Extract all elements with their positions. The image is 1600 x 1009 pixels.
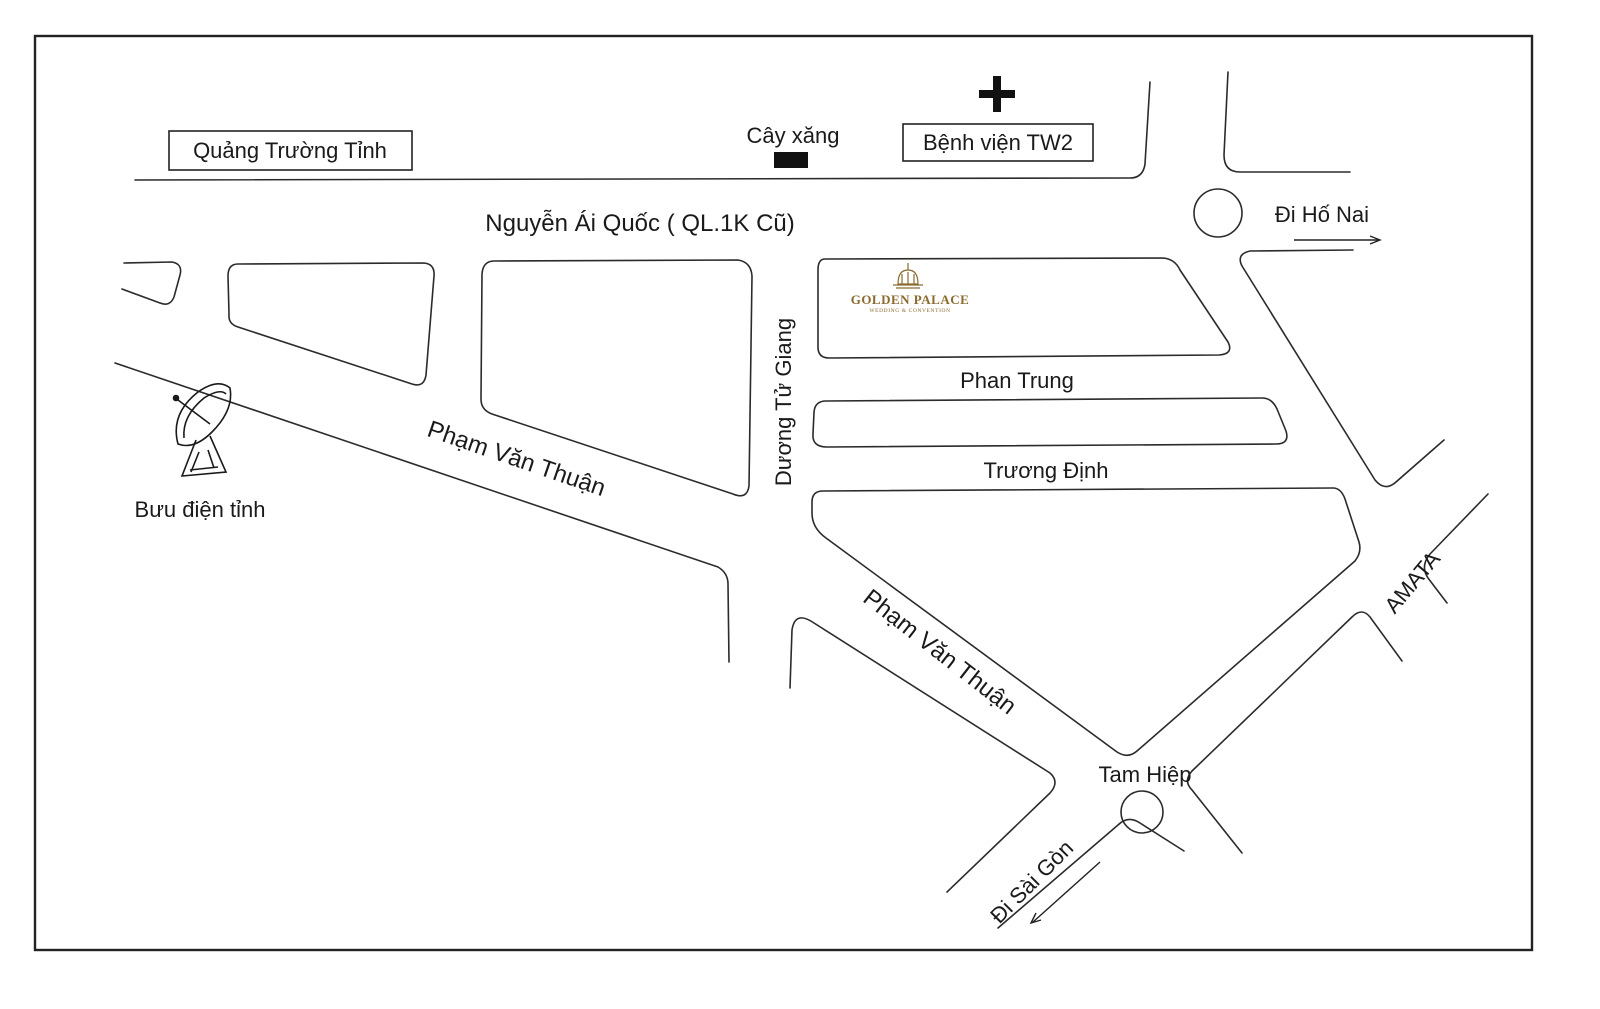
hospital-cross-icon — [979, 76, 1015, 112]
road-edge-amata-south — [1186, 611, 1403, 854]
block-truong-dinh — [811, 487, 1361, 757]
label-duong-tu-giang: Dương Tử Giang — [771, 318, 796, 486]
block-2 — [480, 259, 753, 497]
label-di-ho-nai: Đi Hố Nai — [1275, 202, 1369, 227]
road-network — [114, 71, 1489, 929]
roundabout-tam-hiep — [1120, 790, 1164, 834]
roundabout-ho-nai — [1193, 188, 1243, 238]
satellite-dish-icon — [172, 383, 232, 477]
label-cay-xang: Cây xăng — [747, 123, 840, 148]
label-nguyen-ai-quoc: Nguyễn Ái Quốc ( QL.1K Cũ) — [485, 210, 794, 237]
label-phan-trung: Phan Trung — [960, 368, 1074, 393]
arrow-icon-sai-gon — [1029, 861, 1101, 925]
road-edge-ho-nai-north — [1223, 71, 1351, 173]
map-frame — [33, 34, 1534, 952]
label-amata: AMATA — [1379, 546, 1445, 618]
logo-title: Golden Palace — [851, 292, 970, 307]
label-benh-vien: Bệnh viện TW2 — [923, 130, 1073, 155]
gas-station-icon — [774, 152, 808, 168]
label-box-quang-truong — [168, 130, 413, 171]
label-buu-dien: Bưu điện tỉnh — [135, 497, 266, 522]
label-box-benh-vien — [902, 123, 1094, 162]
road-edge-ho-nai-south — [1239, 249, 1445, 488]
label-di-sai-gon: Đi Sài Gòn — [985, 835, 1078, 928]
dome-icon — [893, 263, 923, 289]
label-tam-hiep: Tam Hiệp — [1099, 762, 1192, 787]
block-1 — [227, 262, 435, 386]
block-phan-trung — [812, 397, 1288, 448]
label-truong-dinh: Trương Định — [984, 458, 1109, 483]
city-blocks — [227, 257, 1361, 757]
block-golden-palace — [817, 257, 1231, 359]
golden-palace-logo: Golden Palace Wedding & Convention — [851, 263, 970, 314]
label-quang-truong: Quảng Trường Tỉnh — [193, 138, 387, 163]
road-edge-fragment-west — [121, 261, 182, 305]
arrow-icon-ho-nai — [1294, 235, 1382, 245]
logo-subtitle: Wedding & Convention — [869, 308, 950, 314]
road-edge-pham-van-thuan-west — [114, 362, 730, 663]
road-edge-sai-gon-east — [997, 818, 1185, 929]
road-edge-amata-north — [1423, 493, 1489, 604]
road-edge-sai-gon-west — [789, 617, 1056, 893]
road-edge-nguyen-ai-quoc-north — [134, 81, 1151, 181]
